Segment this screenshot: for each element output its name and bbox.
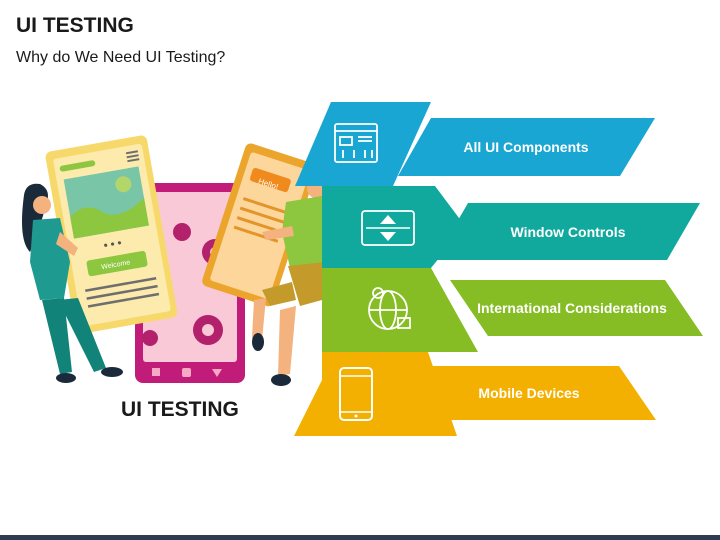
label-banner-4 bbox=[401, 366, 656, 420]
globe-icon bbox=[368, 287, 411, 330]
label-banner-2 bbox=[435, 203, 700, 260]
item-label-mobile-devices: Mobile Devices bbox=[478, 385, 580, 401]
illustration-caption: UI TESTING bbox=[121, 398, 239, 421]
man-figure bbox=[252, 168, 334, 386]
slide-subtitle: Why do We Need UI Testing? bbox=[16, 49, 226, 66]
window-controls-icon bbox=[361, 210, 415, 246]
label-banner-3 bbox=[450, 280, 703, 336]
item-label-all-ui-components: All UI Components bbox=[463, 139, 589, 155]
icon-block-1 bbox=[295, 102, 431, 186]
label-banner-1 bbox=[398, 118, 655, 176]
welcome-screen-text: Welcome bbox=[101, 259, 131, 271]
orange-note: Hello! bbox=[202, 143, 317, 307]
item-label-window-controls: Window Controls bbox=[510, 223, 626, 240]
ui-components-icon bbox=[334, 123, 378, 163]
mobile-device-icon bbox=[339, 367, 373, 421]
woman-figure bbox=[22, 183, 123, 383]
footer-bar bbox=[0, 535, 720, 540]
item-label-international-considerations: International Considerations bbox=[477, 300, 667, 316]
icon-block-2 bbox=[322, 186, 465, 268]
slide-title: UI TESTING bbox=[16, 14, 134, 37]
yellow-tablet: Welcome bbox=[45, 135, 178, 334]
